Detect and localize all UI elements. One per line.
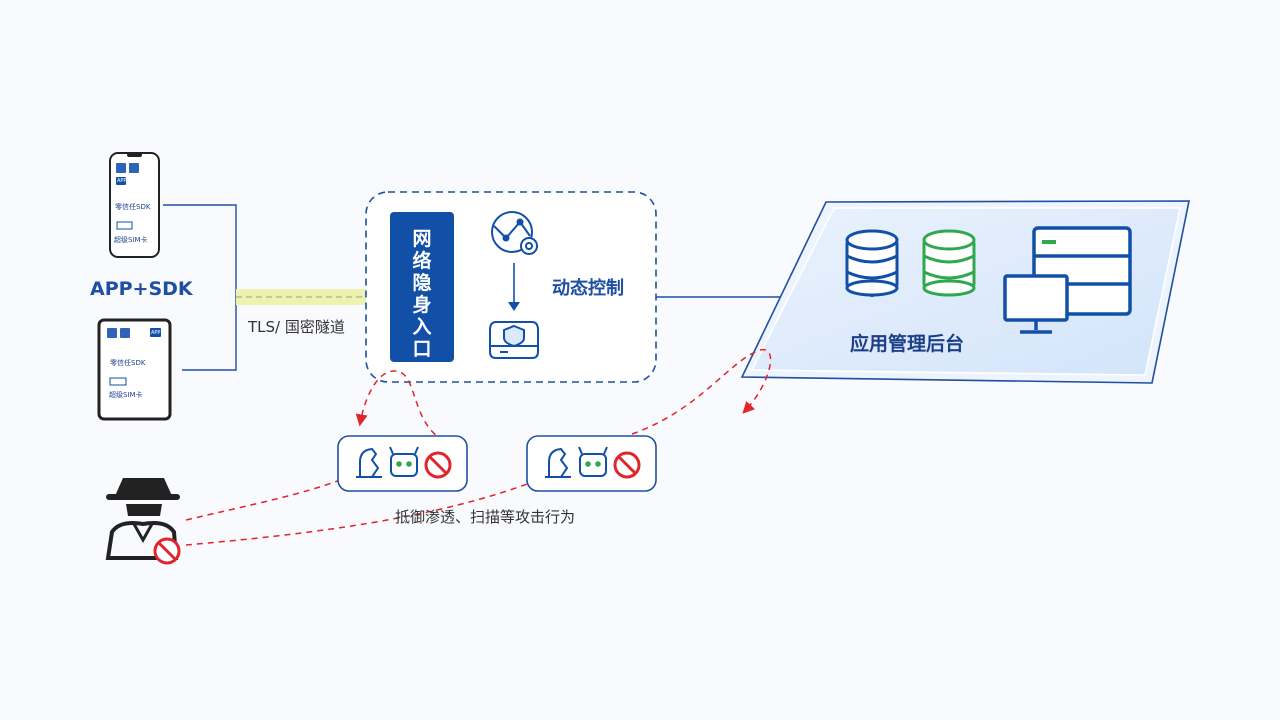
- stealth-entry-box: 网 络 隐 身 入 口: [390, 212, 454, 362]
- malware-bot-icon: [389, 446, 419, 477]
- tunnel-label: TLS/ 国密隧道: [248, 318, 345, 336]
- tablet-device: [97, 318, 172, 421]
- stealth-entry-char: 络: [412, 250, 432, 272]
- attack-paths: [185, 349, 772, 546]
- blocked-group-1: [337, 435, 468, 492]
- flow-arrow: [508, 263, 520, 311]
- device-links: [163, 204, 237, 371]
- trojan-horse-icon: [356, 447, 382, 478]
- dynamic-control-label: 动态控制: [552, 278, 624, 299]
- phone-app-badge: APP: [117, 178, 127, 184]
- shield-server-icon: [489, 321, 539, 359]
- tablet-sdk-label: 零信任SDK: [110, 359, 146, 367]
- blocked-group-2: [526, 435, 657, 492]
- malware-bot-icon: [578, 446, 608, 477]
- stealth-entry-char: 口: [412, 338, 432, 360]
- blocked-icon: [424, 451, 452, 479]
- database-blue-icon: [845, 229, 899, 297]
- phone-sim-label: 超级SIM卡: [114, 236, 148, 244]
- stealth-entry-char: 身: [412, 294, 432, 316]
- tablet-app-badge: APP: [151, 330, 161, 336]
- database-green-icon: [922, 229, 976, 297]
- backend-label: 应用管理后台: [850, 333, 965, 355]
- defense-label: 抵御渗透、扫描等攻击行为: [395, 508, 576, 526]
- phone-device: [109, 152, 160, 258]
- stealth-entry-char: 隐: [412, 272, 432, 294]
- tls-tunnel: [236, 289, 366, 305]
- blocked-icon: [613, 451, 641, 479]
- trojan-horse-icon: [545, 447, 571, 478]
- hacker-icon: [105, 478, 181, 565]
- app-sdk-label: APP+SDK: [90, 278, 193, 300]
- stealth-entry-char: 入: [412, 316, 432, 338]
- stealth-entry-char: 网: [412, 228, 432, 250]
- network-settings-icon: [491, 211, 538, 255]
- tablet-sim-label: 超级SIM卡: [109, 391, 143, 399]
- monitor-icon: [1003, 274, 1069, 334]
- phone-sdk-label: 零信任SDK: [115, 203, 151, 211]
